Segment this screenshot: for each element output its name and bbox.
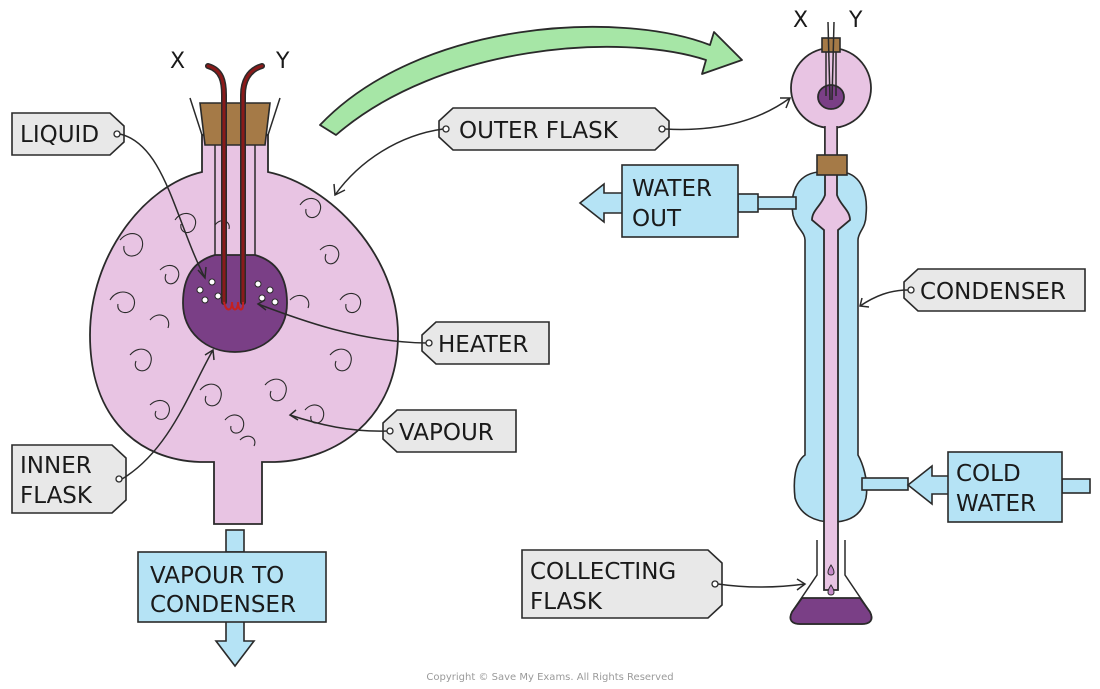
tag-condenser: CONDENSER (859, 268, 1086, 312)
water-out-label-2: OUT (632, 206, 682, 232)
tag-liquid: LIQUID (11, 112, 207, 280)
transfer-arrow (319, 25, 743, 136)
tag-collecting-flask-text-2: FLASK (530, 589, 603, 615)
water-out-pipe (755, 196, 797, 210)
vapour-to-condenser-label-2: CONDENSER (150, 592, 296, 618)
tag-inner-flask: INNER FLASK (11, 348, 215, 514)
cold-water-label-2: WATER (956, 491, 1036, 517)
wire-label-y: Y (275, 49, 290, 74)
tag-vapour-text: VAPOUR (399, 420, 494, 446)
tag-vapour: VAPOUR (288, 409, 517, 453)
pointer-heater (257, 303, 427, 344)
water-out-box: WATER OUT (578, 164, 759, 238)
vapour-to-condenser-label-1: VAPOUR TO (150, 563, 284, 589)
cold-water-box: COLD WATER (906, 451, 1091, 523)
water-out-label-1: WATER (632, 176, 712, 202)
cork-stopper-condenser (816, 154, 848, 176)
tag-collecting-flask: COLLECTING FLASK (521, 549, 807, 619)
pointer-collecting-flask (717, 583, 806, 588)
cold-water-pipe (861, 477, 909, 491)
copyright-text: Copyright © Save My Exams. All Rights Re… (426, 672, 673, 683)
pointer-outer-flask-left (334, 128, 444, 196)
tag-heater: HEATER (256, 299, 550, 365)
tag-condenser-text: CONDENSER (920, 279, 1066, 305)
tag-collecting-flask-text-1: COLLECTING (530, 559, 676, 585)
condenser-inner-tube (811, 107, 851, 591)
vapour-to-condenser-box: VAPOUR TO CONDENSER (137, 529, 327, 668)
small-wire-label-x: X (793, 8, 808, 33)
small-wires (827, 21, 835, 101)
pointer-outer-flask-right (664, 97, 791, 131)
small-wire-label-y: Y (848, 8, 863, 33)
tag-inner-flask-text-1: INNER (20, 453, 92, 479)
collecting-flask (789, 540, 873, 625)
tag-outer-flask: OUTER FLASK (333, 97, 792, 197)
pointer-liquid (119, 133, 206, 279)
outer-flask-right (790, 47, 872, 156)
tag-outer-flask-text: OUTER FLASK (459, 118, 619, 144)
cork-stopper-left (199, 102, 271, 146)
cork-stopper-small (821, 37, 841, 53)
pointer-vapour (289, 414, 388, 432)
pointer-inner-flask (121, 349, 214, 480)
inner-flask (182, 145, 288, 353)
vapour-swirls (109, 197, 362, 447)
pointer-condenser (859, 289, 909, 307)
heater-wires (205, 63, 265, 311)
cold-water-label-1: COLD (956, 461, 1021, 487)
heater-coil (223, 301, 245, 311)
wire-label-x: X (170, 49, 185, 74)
tag-heater-text: HEATER (438, 332, 528, 358)
tag-inner-flask-text-2: FLASK (20, 483, 93, 509)
tag-liquid-text: LIQUID (20, 122, 99, 148)
